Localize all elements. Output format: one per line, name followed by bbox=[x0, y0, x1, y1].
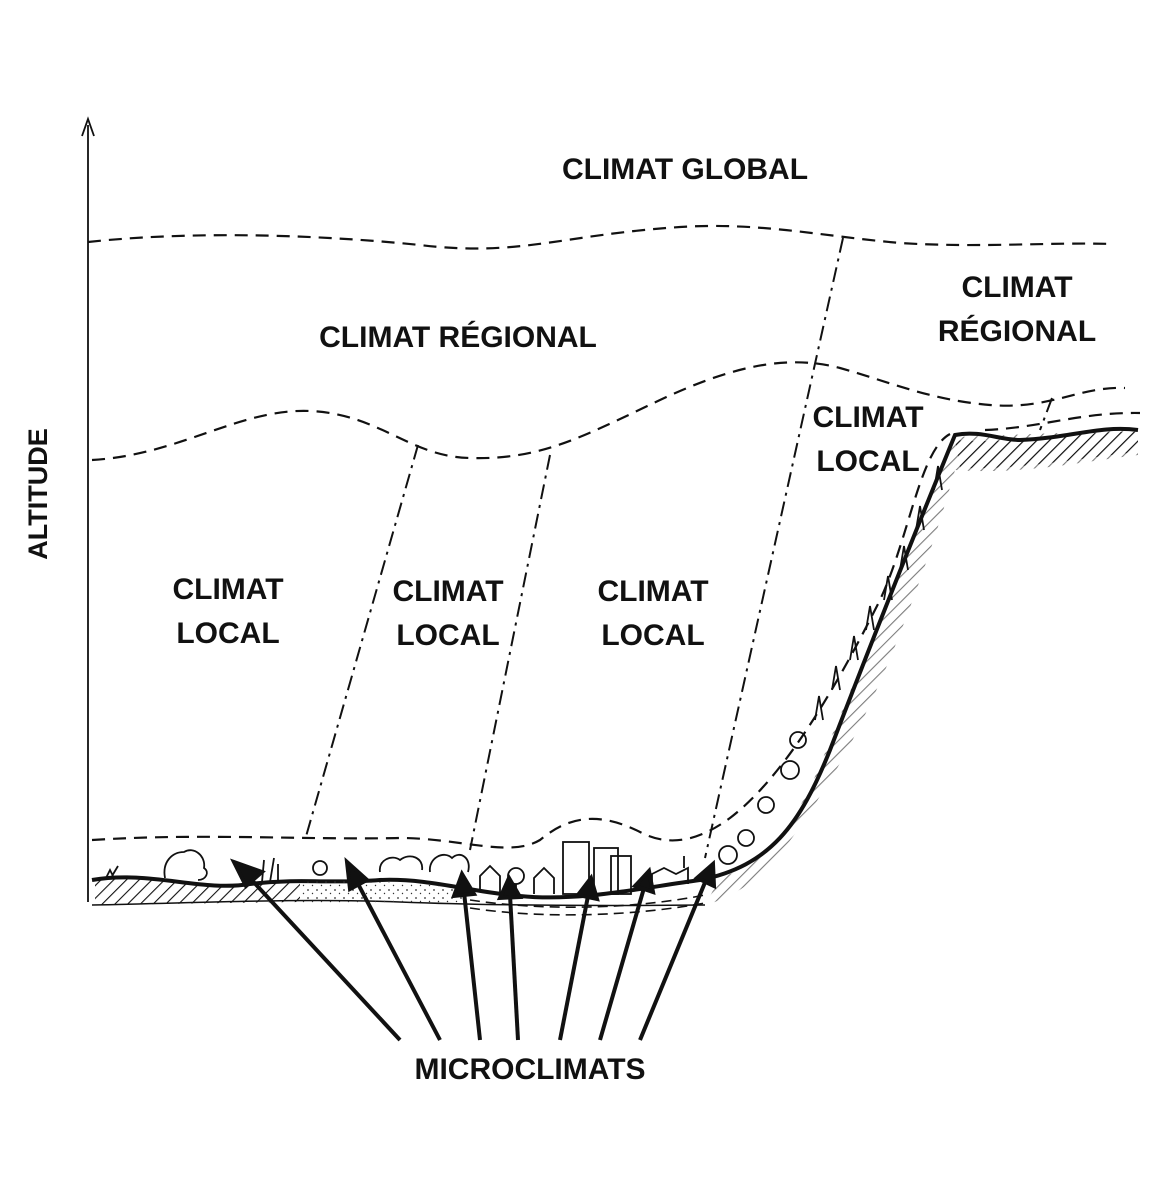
houses bbox=[479, 864, 555, 894]
arrow-5 bbox=[558, 873, 600, 1041]
local-climate-label-2: CLIMAT LOCAL bbox=[368, 570, 528, 658]
global-climate-label: CLIMAT GLOBAL bbox=[561, 153, 809, 186]
microclimate-arrows bbox=[229, 856, 717, 1042]
regional-local-boundary bbox=[91, 361, 1126, 462]
local-climate-label-1: CLIMAT LOCAL bbox=[148, 568, 308, 656]
arrow-4 bbox=[496, 873, 524, 1041]
arrow-1 bbox=[229, 858, 402, 1042]
arrow-3 bbox=[451, 869, 482, 1041]
local-4-line1: CLIMAT bbox=[812, 401, 924, 434]
water-table bbox=[469, 894, 706, 908]
local-1-line2: LOCAL bbox=[176, 617, 280, 650]
divider-4 bbox=[1039, 397, 1053, 431]
local-2-line2: LOCAL bbox=[396, 619, 500, 652]
local-2-line1: CLIMAT bbox=[392, 575, 504, 608]
arrow-2 bbox=[344, 856, 442, 1041]
dotted-soil bbox=[300, 881, 465, 905]
regional-climate-label: CLIMAT RÉGIONAL bbox=[319, 321, 597, 354]
shrubs-left bbox=[105, 849, 279, 883]
regional-right-line1: CLIMAT bbox=[961, 271, 1073, 304]
local-4-line2: LOCAL bbox=[816, 445, 920, 478]
local-1-line1: CLIMAT bbox=[172, 573, 284, 606]
layer-boundaries bbox=[87, 224, 1141, 849]
slope-trees bbox=[718, 465, 943, 865]
divider-1 bbox=[304, 444, 419, 841]
factory bbox=[651, 856, 689, 884]
water-table-2 bbox=[469, 902, 706, 916]
local-3-line2: LOCAL bbox=[601, 619, 705, 652]
terrain bbox=[91, 426, 1139, 916]
divider-2 bbox=[469, 454, 551, 851]
tower-blocks bbox=[562, 841, 632, 895]
ground-features bbox=[105, 465, 943, 895]
global-regional-boundary bbox=[87, 224, 1113, 250]
arrow-6 bbox=[598, 866, 656, 1041]
local-climate-label-3: CLIMAT LOCAL bbox=[573, 570, 733, 658]
altitude-axis-label: ALTITUDE bbox=[23, 428, 53, 560]
arrow-7 bbox=[638, 859, 717, 1041]
plateau-soil bbox=[955, 431, 1138, 469]
cliff-slope-fill bbox=[705, 430, 1138, 905]
regional-right-line2: RÉGIONAL bbox=[937, 315, 1097, 348]
local-3-line1: CLIMAT bbox=[597, 575, 709, 608]
microclimate-boundary bbox=[91, 433, 951, 849]
local-climate-dividers bbox=[304, 237, 1053, 859]
right-regional-boundary bbox=[984, 411, 1141, 432]
ground-line bbox=[91, 426, 1139, 900]
altitude-axis bbox=[81, 116, 95, 902]
microclimates-label: MICROCLIMATS bbox=[414, 1053, 646, 1086]
local-climate-label-4: CLIMAT LOCAL bbox=[788, 396, 948, 484]
regional-climate-right-label: CLIMAT RÉGIONAL bbox=[922, 266, 1112, 354]
